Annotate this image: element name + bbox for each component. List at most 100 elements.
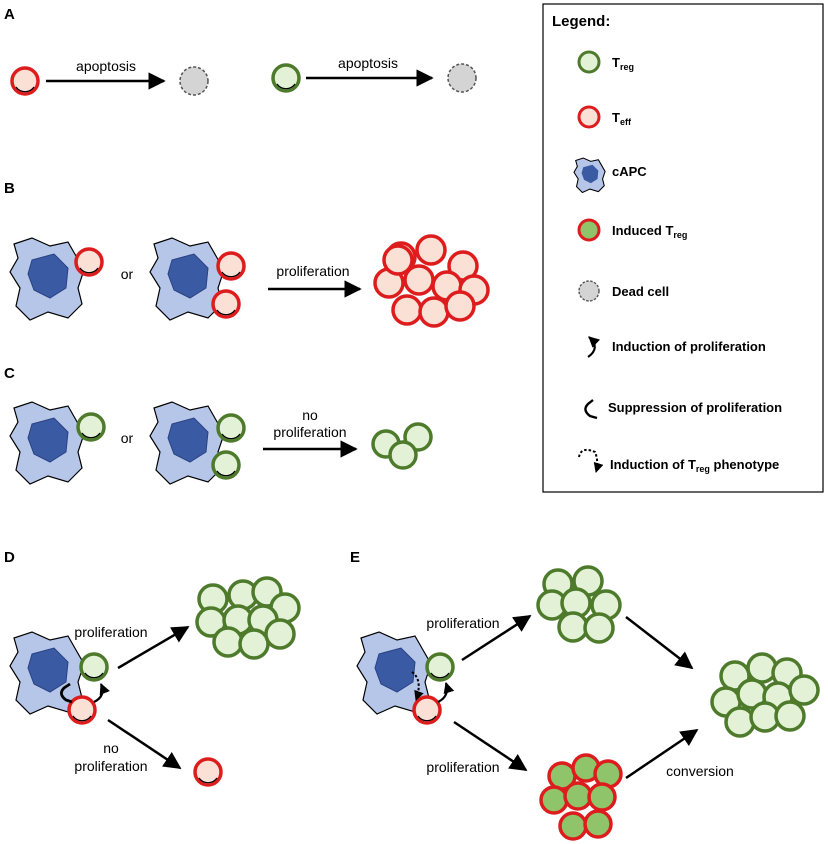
or-label: or (121, 430, 134, 446)
teff-cell (211, 289, 241, 319)
treg-cell (216, 413, 246, 443)
teff-swatch (577, 105, 601, 129)
teff-cell (67, 695, 97, 725)
legend-phenotype-sub: reg (696, 464, 710, 474)
treg-cell (788, 674, 820, 706)
treg-cell (264, 618, 296, 650)
legend-item-induced-treg: Induced Treg (577, 218, 687, 242)
capc-cell (9, 401, 85, 485)
induced-treg-cell (583, 809, 613, 839)
capc-cell (149, 237, 225, 321)
teff-cell (415, 234, 447, 266)
phenotype-dotted-arrow-icon (578, 448, 604, 473)
treg-cell (746, 652, 778, 684)
svg-text:Induced Treg: Induced Treg (612, 223, 687, 240)
treg-cell (212, 626, 244, 658)
capc-swatch (573, 157, 606, 194)
legend-phenotype-label: Induction of T (610, 457, 696, 472)
legend-item-suppression: Suppression of proliferation (584, 399, 782, 420)
proliferation-label: proliferation (74, 758, 147, 774)
dead-cell-swatch (578, 280, 600, 302)
legend-item-capc: cAPC (573, 157, 647, 194)
legend-induced-sub: reg (673, 230, 687, 240)
proliferation-arrow (461, 614, 532, 662)
capc-cell (149, 401, 225, 485)
capc-cell (9, 631, 85, 715)
legend-teff-label: T (612, 110, 620, 125)
legend-treg-label: T (612, 55, 620, 70)
legend-phenotype-suffix: phenotype (710, 457, 779, 472)
teff-cluster (373, 234, 490, 328)
or-label: or (121, 266, 134, 282)
legend-title: Legend: (552, 13, 610, 30)
treg-cell (238, 628, 270, 660)
legend-teff-sub: eff (620, 117, 632, 127)
apoptosis-label: apoptosis (338, 55, 398, 71)
dead-cell (179, 66, 209, 96)
treg-cell (79, 652, 109, 682)
induced-treg-cell (563, 781, 593, 811)
induction-arrow-icon (93, 682, 110, 703)
proliferation-label: proliferation (276, 263, 349, 279)
treg-cell (557, 611, 589, 643)
induction-arrow-icon (587, 336, 601, 358)
teff-cell (10, 66, 40, 96)
no-proliferation-arrow (107, 718, 182, 770)
treg-cell (583, 612, 615, 644)
legend-induction-label: Induction of proliferation (612, 339, 766, 354)
legend-item-phenotype: Induction of Treg phenotype (578, 448, 779, 474)
legend-treg-sub: reg (620, 62, 634, 72)
legend-induced-label: Induced T (612, 223, 673, 238)
legend-capc-label: cAPC (612, 164, 647, 179)
legend: Legend: Treg Teff cAPC Induced Treg Dead… (542, 3, 824, 493)
capc-cell (9, 237, 85, 321)
panel-label-e: E (350, 549, 360, 566)
legend-item-treg: Treg (577, 50, 634, 74)
induced-treg-cell (539, 785, 569, 815)
treg-cell (76, 412, 106, 442)
treg-cluster (536, 565, 622, 644)
induced-treg-cell (558, 811, 588, 841)
panel-label-d: D (4, 549, 15, 566)
proliferation-label: proliferation (426, 615, 499, 631)
teff-cell (74, 247, 104, 277)
treg-cell (425, 652, 455, 682)
treg-cell (774, 700, 806, 732)
legend-suppression-label: Suppression of proliferation (608, 400, 782, 415)
proliferation-label: proliferation (426, 759, 499, 775)
svg-text:Treg: Treg (612, 55, 634, 72)
proliferation-arrow (117, 625, 190, 670)
legend-box (542, 3, 824, 493)
proliferation-arrow (453, 720, 528, 772)
svg-text:Teff: Teff (612, 110, 632, 127)
legend-item-dead-cell: Dead cell (578, 280, 669, 302)
treg-swatch (577, 50, 601, 74)
phenotype-dotted-arrow-icon (411, 671, 424, 701)
induced-treg-cluster (539, 753, 623, 841)
teff-cell (412, 695, 442, 725)
legend-item-teff: Teff (577, 105, 632, 129)
teff-cell (216, 251, 246, 281)
capc-cell (356, 631, 432, 715)
treg-cell (271, 63, 301, 93)
proliferation-label: proliferation (273, 424, 346, 440)
teff-cell (193, 757, 223, 787)
teff-cell (391, 294, 423, 326)
dead-cell (447, 63, 477, 93)
induced-treg-cell (587, 782, 617, 812)
panel-label-c: C (4, 365, 15, 382)
proliferation-label: proliferation (74, 624, 147, 640)
treg-cell (211, 450, 241, 480)
conversion-label: conversion (666, 763, 734, 779)
teff-cell (382, 244, 414, 276)
legend-dead-label: Dead cell (612, 284, 669, 299)
suppression-bracket-icon (60, 682, 73, 704)
suppression-bracket-icon (584, 399, 598, 420)
flow-arrow (625, 616, 694, 670)
treg-cluster (371, 422, 433, 470)
induced-treg-swatch (577, 218, 601, 242)
no-label: no (103, 740, 119, 756)
legend-item-induction: Induction of proliferation (587, 336, 766, 358)
treg-cell (724, 706, 756, 738)
